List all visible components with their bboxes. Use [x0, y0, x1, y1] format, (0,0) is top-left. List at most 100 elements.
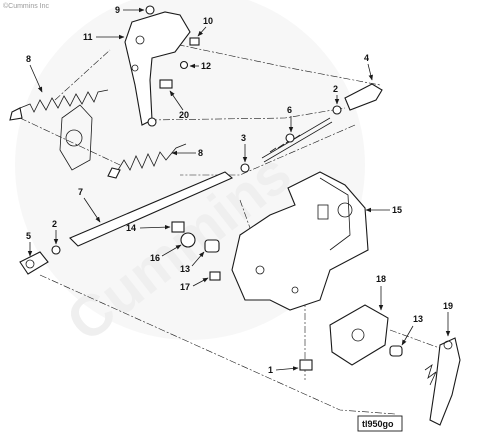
upper-lever-hole-1 — [135, 35, 145, 45]
main-bracket-slot — [317, 204, 329, 220]
callout-4: 4 — [364, 53, 373, 81]
callout-6: 6 — [287, 105, 294, 133]
part-15-main-bracket — [231, 171, 369, 311]
callout-label-2-upper: 2 — [333, 84, 338, 94]
callout-label-9: 9 — [115, 5, 120, 15]
main-bracket-hole-1 — [337, 202, 353, 218]
main-bracket-hole-2 — [255, 265, 265, 275]
callout-label-13-lower: 13 — [413, 314, 423, 324]
callout-label-19: 19 — [443, 301, 453, 311]
phantom-line-cable-lower — [149, 107, 346, 121]
callout-label-7: 7 — [78, 187, 83, 197]
part-14-clip — [171, 221, 185, 233]
callout-5: 5 — [26, 231, 33, 257]
callout-13-lower: 13 — [401, 314, 423, 346]
callout-label-18: 18 — [376, 274, 386, 284]
callout-arrow-20 — [169, 90, 184, 111]
callout-label-20: 20 — [179, 110, 189, 120]
callout-label-2-lower: 2 — [52, 219, 57, 229]
callout-19: 19 — [443, 301, 453, 337]
callout-8-lower: 8 — [171, 148, 203, 158]
phantom-line-spring-upper — [54, 49, 111, 101]
callout-label-6: 6 — [287, 105, 292, 115]
callout-label-8-lower: 8 — [198, 148, 203, 158]
callout-8-upper: 8 — [26, 54, 43, 93]
part-13-bushing-upper — [204, 239, 220, 253]
lower-lever-hole — [443, 340, 453, 350]
figure-code-label: tl950go — [362, 419, 394, 429]
callout-arrow-8-upper — [29, 64, 43, 93]
part-11-upper-lever — [124, 5, 200, 127]
part-16-washer — [180, 232, 196, 248]
upper-lever-pin — [147, 117, 157, 127]
figure-code-box: tl950go — [357, 415, 403, 432]
upper-lever-hole-2 — [131, 64, 139, 72]
callout-arrow-17 — [192, 277, 209, 287]
callout-15: 15 — [365, 205, 402, 215]
callout-label-12: 12 — [201, 61, 211, 71]
mounting-plate-body — [329, 304, 389, 366]
part-17-bolt — [209, 271, 221, 281]
callout-arrow-1 — [275, 366, 299, 371]
callout-label-15: 15 — [392, 205, 402, 215]
gasket-plate — [59, 104, 93, 171]
phantom-line-cable-upper — [164, 41, 381, 86]
callout-9: 9 — [115, 5, 145, 15]
spring-lower-hook — [107, 167, 121, 179]
part-6-nut — [285, 133, 295, 143]
spring-lower-coil — [117, 143, 187, 171]
part-7-rod — [69, 171, 234, 247]
callout-1: 1 — [268, 365, 299, 375]
callout-label-13-upper: 13 — [180, 264, 190, 274]
callout-13-upper: 13 — [180, 251, 205, 274]
callout-12: 12 — [189, 61, 211, 71]
callout-7: 7 — [78, 187, 101, 223]
callout-label-14: 14 — [126, 223, 136, 233]
callout-2-lower: 2 — [52, 219, 59, 245]
copyright-notice: ©Cummins Inc — [3, 2, 49, 10]
rod-end-eye — [25, 259, 35, 269]
callout-label-5: 5 — [26, 231, 31, 241]
part-10-screw — [189, 37, 200, 46]
part-12-washer — [179, 60, 189, 70]
callout-label-16: 16 — [150, 253, 160, 263]
callout-label-10: 10 — [203, 16, 213, 26]
callout-label-8-upper: 8 — [26, 54, 31, 64]
part-8-springs — [9, 89, 187, 179]
callout-label-11: 11 — [83, 32, 93, 42]
callout-arrow-4 — [367, 63, 373, 81]
spring-upper-coil — [19, 89, 109, 113]
callout-2-upper: 2 — [333, 84, 340, 105]
callout-11: 11 — [83, 32, 125, 42]
phantom-line-bottom — [39, 274, 396, 415]
callout-arrow-7 — [83, 197, 101, 223]
main-bracket-hole-3 — [291, 286, 299, 294]
spring-upper-hook — [9, 107, 23, 121]
callout-3: 3 — [241, 133, 248, 163]
part-2-upper-washer — [332, 105, 342, 115]
part-19-lower-lever — [424, 337, 461, 426]
callout-16: 16 — [150, 244, 182, 263]
callout-arrow-14 — [139, 224, 171, 230]
part-4-cable-end — [344, 83, 383, 111]
phantom-line-spring-lower — [19, 117, 121, 166]
callout-label-4: 4 — [364, 53, 369, 63]
callout-17: 17 — [180, 277, 209, 292]
callout-arrow-13-lower — [401, 325, 414, 346]
callout-18: 18 — [376, 274, 386, 311]
part-18-mounting-plate — [329, 304, 389, 366]
part-20-bolt — [159, 79, 173, 89]
lower-lever-spring — [424, 363, 437, 386]
phantom-line-lever — [389, 329, 446, 351]
callout-label-17: 17 — [180, 282, 190, 292]
part-3-nut — [240, 163, 250, 173]
figure-code-frame — [357, 415, 403, 432]
part-1-bolt — [299, 359, 313, 371]
upper-lever-plate — [124, 11, 191, 126]
phantom-line-rod — [180, 124, 356, 176]
part-9-nut — [145, 5, 155, 15]
callout-arrow-16 — [161, 244, 182, 257]
part-13-bushing-lower — [389, 345, 403, 357]
part-2-lower-washer — [51, 245, 61, 255]
